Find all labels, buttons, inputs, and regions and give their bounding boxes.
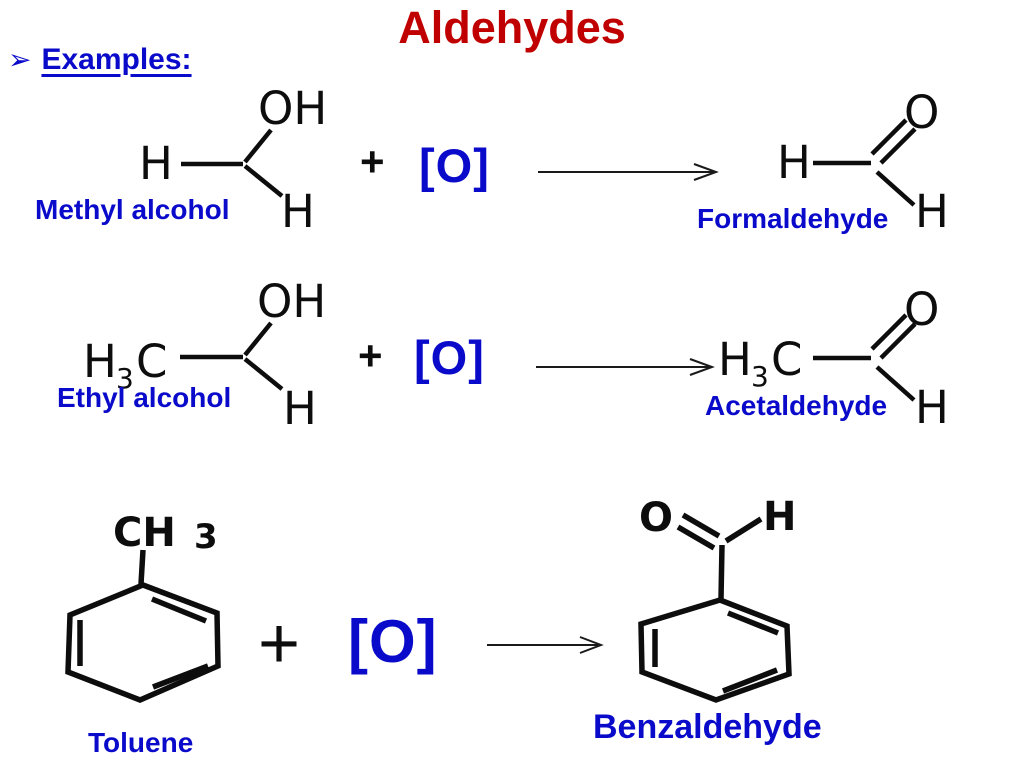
benzaldehyde-structure: O H (638, 494, 796, 703)
subscript-label: 3 (116, 362, 134, 395)
double-bond-line (676, 524, 716, 551)
acetaldehyde-structure: H 3 C O H (718, 283, 949, 434)
reaction-arrow (538, 163, 719, 181)
oxygen-label: O (904, 86, 939, 139)
reaction-arrow (487, 636, 604, 654)
bond-line (243, 128, 273, 164)
examples-heading: ➢ Examples: (8, 45, 192, 75)
arrow-bullet-icon: ➢ (8, 43, 32, 76)
formaldehyde-structure: H O H (777, 86, 949, 238)
plus-sign: + (360, 138, 385, 185)
benzene-ring (638, 597, 792, 703)
double-bond-line (681, 512, 721, 539)
oxidizer-symbol: [O] (419, 139, 490, 192)
bond-line (243, 164, 284, 198)
hydrogen-label: H (281, 185, 315, 238)
double-bond-line (150, 596, 208, 624)
hydrogen-label: H (283, 382, 317, 435)
arrow-head (689, 358, 715, 376)
toluene-structure: CH 3 (65, 510, 221, 703)
arrow-head (693, 163, 719, 181)
hydrogen-label: H (139, 137, 173, 190)
plus-sign: + (258, 604, 301, 684)
double-bond-line (879, 322, 917, 360)
methyl-alcohol-structure: OH H H (139, 82, 327, 238)
hydroxyl-label: OH (258, 82, 327, 135)
arrow-head (579, 636, 604, 654)
double-bond-line (870, 313, 908, 351)
hydrogen-label: H (915, 185, 949, 238)
double-bond-line (722, 667, 778, 694)
bond-line (243, 321, 273, 357)
bond-line (875, 365, 916, 402)
double-bond-line (726, 610, 780, 636)
bond-line (724, 516, 763, 544)
double-bond-line (879, 127, 917, 165)
reactant-label-methyl-alcohol: Methyl alcohol (35, 194, 230, 225)
subscript-label: 3 (194, 517, 218, 557)
hydrogen-label: H (763, 494, 796, 540)
oxidizer-symbol: [O] (348, 608, 438, 675)
bond-line (138, 549, 146, 585)
double-bond-line (870, 118, 908, 156)
product-label-formaldehyde: Formaldehyde (697, 203, 889, 234)
reactant-label-ethyl-alcohol: Ethyl alcohol (57, 382, 232, 413)
hydrogen-label: H (83, 335, 117, 388)
product-label-benzaldehyde: Benzaldehyde (593, 708, 822, 746)
carbon-label: C (771, 333, 802, 386)
ethyl-alcohol-structure: H 3 C OH H (83, 275, 326, 435)
bond-line (875, 170, 916, 207)
plus-sign: + (358, 332, 383, 379)
page-title: Aldehydes (398, 2, 626, 53)
hydroxyl-label: OH (257, 275, 326, 328)
product-label-acetaldehyde: Acetaldehyde (705, 390, 888, 421)
hydrogen-label: H (777, 136, 811, 189)
double-bond-line (152, 663, 209, 690)
hydrogen-label: H (718, 333, 752, 386)
subscript-label: 3 (751, 360, 769, 393)
oxygen-label: O (639, 495, 673, 541)
hydrogen-label: H (915, 381, 949, 434)
reactant-label-toluene: Toluene (88, 727, 194, 758)
bond-line (718, 544, 725, 600)
oxidizer-symbol: [O] (414, 331, 485, 384)
examples-label: Examples: (41, 43, 192, 76)
reaction-arrow (536, 358, 715, 376)
carbon-label: C (136, 335, 167, 388)
benzene-ring (65, 582, 221, 703)
bond-line (243, 357, 284, 391)
methyl-group-label: CH (113, 510, 176, 556)
